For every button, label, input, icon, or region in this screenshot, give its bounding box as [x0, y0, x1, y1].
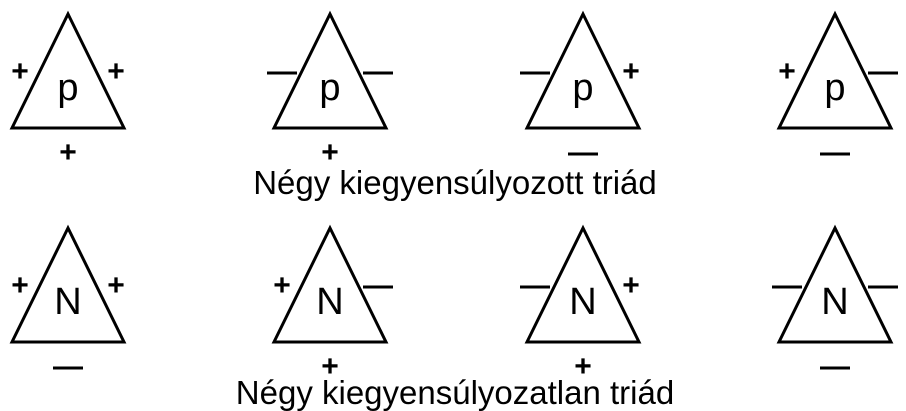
triad-node-label: N — [54, 281, 81, 323]
triad: p — — + — [267, 10, 393, 169]
triad-triangle — [524, 224, 642, 344]
triad-row: N + + — N + — + N — + + N — — — Négy kiegyensúlyozatlan … — [9, 224, 898, 411]
right-edge-sign: + — [622, 269, 640, 302]
right-edge-sign: + — [622, 55, 640, 88]
bottom-edge-sign: + — [59, 136, 77, 169]
triad-node-label: p — [824, 67, 845, 109]
left-edge-sign: + — [778, 55, 796, 88]
row-caption: Négy kiegyensúlyozatlan triád — [236, 374, 674, 411]
triad: p + — — — [776, 10, 898, 169]
right-edge-sign: + — [107, 269, 125, 302]
triad-node-label: N — [569, 281, 596, 323]
left-edge-sign: — — [520, 269, 550, 302]
triad: p — + — — [520, 10, 642, 169]
bottom-edge-sign: + — [574, 350, 592, 383]
triad-triangle — [776, 224, 894, 344]
triad-node-label: N — [316, 281, 343, 323]
triad: N + — + — [271, 224, 393, 383]
triad-triangle — [271, 224, 389, 344]
row-caption: Négy kiegyensúlyozott triád — [253, 164, 657, 201]
triad-triangle — [9, 224, 127, 344]
right-edge-sign: — — [363, 269, 393, 302]
triad: p + + + — [9, 10, 127, 169]
bottom-edge-sign: — — [568, 136, 598, 169]
bottom-edge-sign: — — [820, 350, 850, 383]
triad-node-label: p — [572, 67, 593, 109]
triad-row: p+++p——+p—+—p+——Négy kiegyensúlyozott tr… — [9, 10, 898, 201]
left-edge-sign: — — [267, 55, 297, 88]
bottom-edge-sign: + — [321, 350, 339, 383]
triad: N — — — — [772, 224, 898, 383]
left-edge-sign: — — [772, 269, 802, 302]
left-edge-sign: + — [11, 269, 29, 302]
right-edge-sign: — — [868, 55, 898, 88]
triad-node-label: p — [57, 67, 78, 109]
triad-triangle — [271, 10, 389, 130]
bottom-edge-sign: — — [820, 136, 850, 169]
triad-triangle — [524, 10, 642, 130]
triad-triangle — [776, 10, 894, 130]
right-edge-sign: — — [868, 269, 898, 302]
left-edge-sign: + — [11, 55, 29, 88]
bottom-edge-sign: — — [53, 350, 83, 383]
left-edge-sign: — — [520, 55, 550, 88]
right-edge-sign: + — [107, 55, 125, 88]
left-edge-sign: + — [273, 269, 291, 302]
triad: N + + — — [9, 224, 127, 383]
triad-node-label: N — [821, 281, 848, 323]
right-edge-sign: — — [363, 55, 393, 88]
triad: N — + + — [520, 224, 642, 383]
bottom-edge-sign: + — [321, 136, 339, 169]
triad-triangle — [9, 10, 127, 130]
triad-node-label: p — [319, 67, 340, 109]
